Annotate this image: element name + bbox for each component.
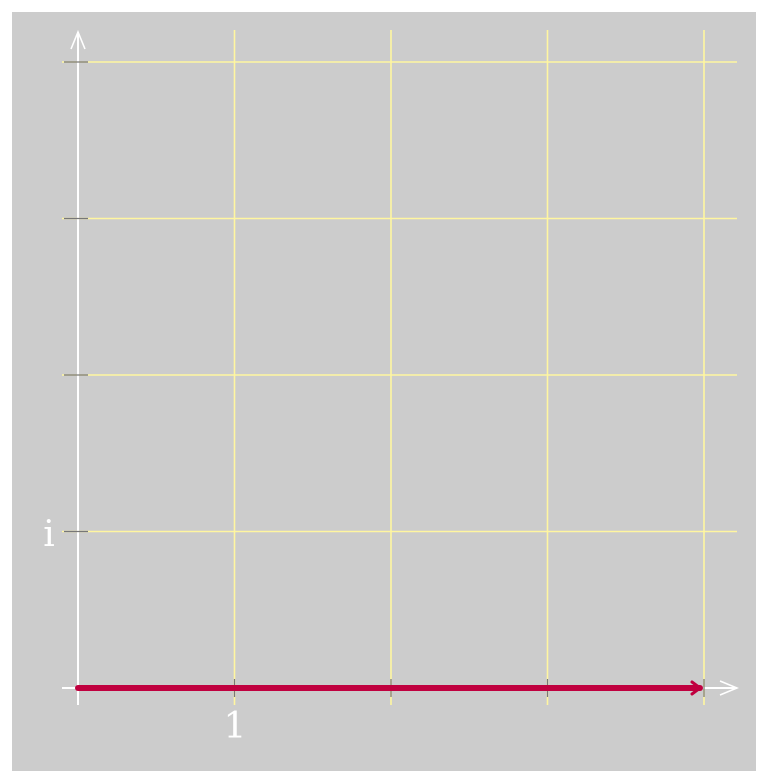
- y-tick-label: i: [43, 514, 55, 555]
- x-tick-label: 1: [224, 706, 247, 747]
- grid: [62, 30, 737, 705]
- plot-background: [12, 12, 756, 771]
